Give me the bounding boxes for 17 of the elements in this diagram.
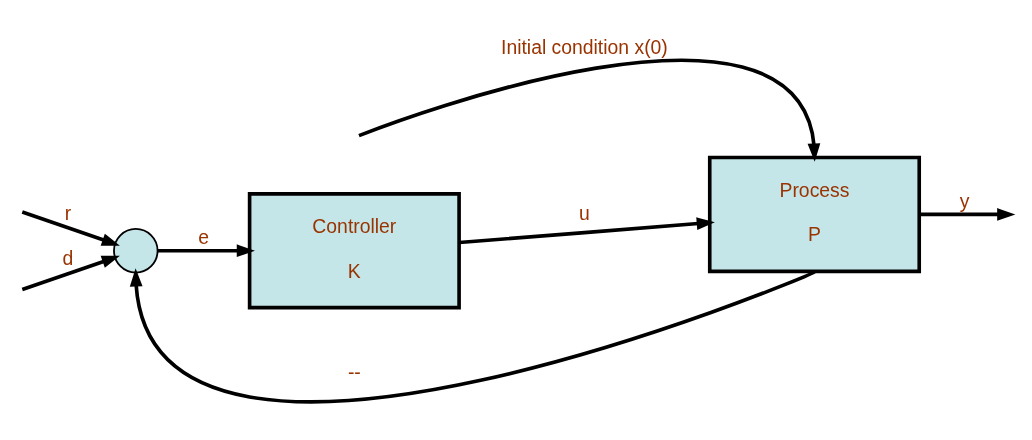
edge-label: d xyxy=(62,246,74,269)
edge-label: y xyxy=(959,189,970,212)
arrow xyxy=(358,58,821,162)
node-circle xyxy=(113,227,159,273)
node-box: Controller K xyxy=(247,191,461,309)
edge-label: Initial condition x(0) xyxy=(501,35,668,58)
node-box: Process P xyxy=(707,155,922,273)
edge-label: r xyxy=(64,201,72,224)
arrow xyxy=(919,207,1016,221)
arrow xyxy=(21,255,120,291)
arrow xyxy=(459,216,715,244)
arrow xyxy=(157,243,255,257)
edge-label: -- xyxy=(347,360,361,383)
edge-label: e xyxy=(198,225,209,248)
arrow xyxy=(21,209,120,246)
arrow xyxy=(129,267,816,403)
edge-label: u xyxy=(579,201,590,224)
